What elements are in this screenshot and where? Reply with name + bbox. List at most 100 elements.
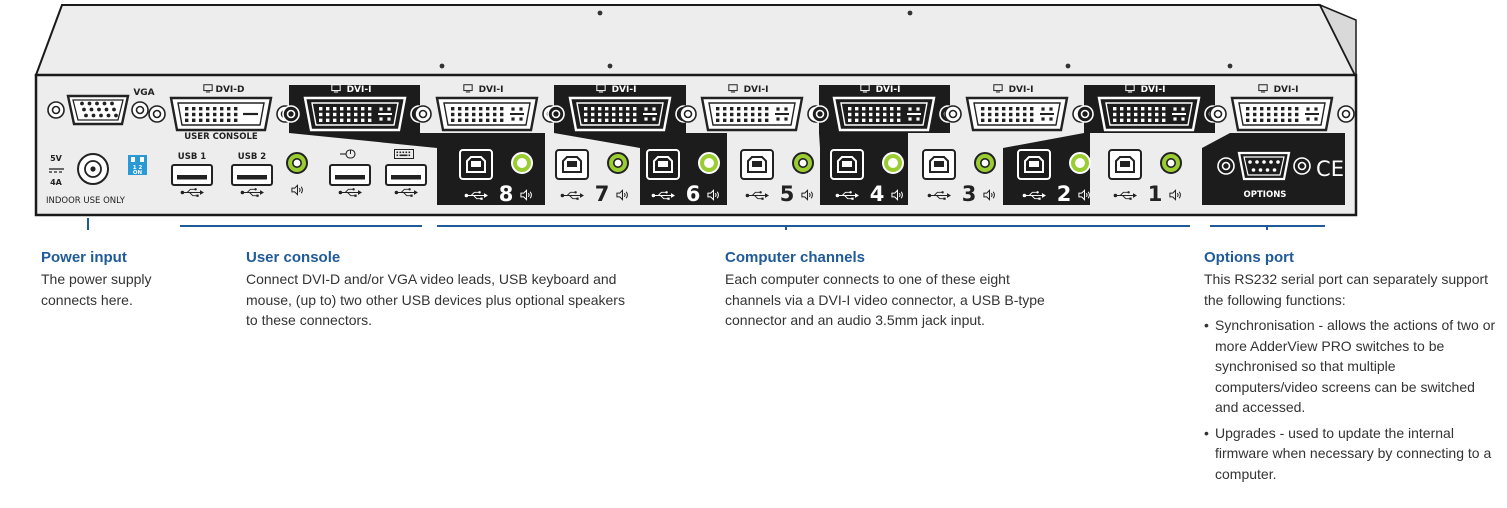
callout-lines — [87, 218, 1325, 230]
dvi-pin — [227, 118, 231, 122]
power-jack-pin — [90, 166, 96, 172]
dvi-i-pin — [1173, 117, 1177, 121]
dvi-pin — [451, 118, 455, 122]
dvi-pin — [890, 118, 894, 122]
dvi-pin — [458, 112, 462, 117]
dvi-pin — [333, 118, 337, 122]
usb1-label: USB 1 — [178, 152, 206, 162]
channel-2-usb-b-port — [1017, 149, 1051, 180]
dvi-pin — [199, 112, 203, 117]
dvi-i-pin — [379, 117, 383, 121]
dvi-pin — [227, 107, 231, 111]
serial-pin — [1255, 160, 1259, 164]
vga-pin — [84, 113, 88, 118]
dvi-pin — [744, 107, 748, 111]
vga-pin — [91, 113, 96, 118]
dvi-pin — [876, 118, 880, 122]
dvi-pin — [1113, 112, 1117, 117]
dvi-i-pin — [1306, 117, 1310, 121]
dvi-pin — [1127, 112, 1131, 117]
dvi-pin — [319, 107, 323, 111]
dvi-pin — [981, 118, 985, 122]
dvi-pin — [213, 118, 217, 122]
dvi-pin — [765, 107, 769, 111]
dvi-pin — [1009, 112, 1013, 117]
dvi-pin — [1281, 107, 1285, 111]
callout-options-title: Options port — [1204, 249, 1294, 266]
audio-jack-hole — [1075, 158, 1086, 169]
dvi-pin — [1023, 118, 1027, 122]
dvi-pin — [855, 112, 859, 117]
dvi-pin — [890, 112, 894, 117]
dvi-pin — [869, 112, 873, 117]
current-label: 4A — [50, 178, 63, 187]
dvi-pin — [472, 112, 476, 117]
dvi-pin — [1134, 118, 1138, 122]
dvi-pin — [1246, 107, 1250, 111]
screw — [47, 101, 65, 119]
vga-pin — [104, 107, 109, 112]
channel-5-number: 5 — [780, 182, 795, 206]
dvi-pin — [723, 107, 727, 111]
dvi-pin — [1274, 107, 1278, 111]
dvi-pin — [869, 107, 873, 111]
dvi-i-pin — [1049, 117, 1053, 121]
dvi-pin — [1148, 112, 1152, 117]
dvi-pin — [1274, 118, 1278, 122]
usb-b-tongue — [1029, 161, 1039, 167]
dvi-d-label: DVI-D — [216, 85, 245, 95]
dvi-i-pin — [776, 117, 780, 121]
dvi-pin — [876, 107, 880, 111]
dvi-pin — [1246, 118, 1250, 122]
dvi-pin — [1134, 112, 1138, 117]
screw-hole — [286, 109, 296, 119]
dvi-pin — [897, 118, 901, 122]
dvi-pin — [897, 107, 901, 111]
dvi-i-pin — [387, 117, 391, 121]
serial-pin — [1272, 168, 1277, 172]
screw-hole — [948, 109, 958, 119]
dvi-pin — [1295, 118, 1299, 122]
channel-1-dvi-connector — [1209, 96, 1355, 132]
dvi-pin — [883, 118, 887, 122]
dvi-pin — [1120, 118, 1124, 122]
dvi-i-pin — [644, 117, 648, 121]
dvi-pin — [995, 107, 999, 111]
dvi-pin — [848, 112, 852, 117]
vga-pin — [99, 113, 103, 118]
vga-pin — [82, 107, 86, 112]
channel-5-usb-b-port — [740, 149, 774, 180]
dvi-pin — [333, 112, 337, 117]
dvi-pin — [744, 118, 748, 122]
screw-hole — [152, 109, 162, 119]
channel-7-dvi-connector — [414, 96, 560, 132]
audio-jack-hole — [516, 158, 527, 169]
dvi-pin — [1260, 112, 1264, 117]
vga-pin — [80, 101, 84, 106]
dvi-pin — [1016, 112, 1020, 117]
dvi-pin — [1253, 118, 1257, 122]
screw-hole — [1080, 109, 1090, 119]
dvi-i-pin — [784, 117, 788, 121]
dvi-pin — [479, 118, 483, 122]
dvi-pin — [591, 118, 595, 122]
dvi-pin — [981, 112, 985, 117]
dvi-pin — [326, 112, 330, 117]
dvi-pin — [340, 112, 344, 117]
dvi-pin — [493, 112, 497, 117]
dvi-pin — [1127, 118, 1131, 122]
dvi-pin — [1288, 112, 1292, 117]
vga-pin — [87, 101, 92, 106]
dvi-pin — [199, 118, 203, 122]
dvi-pin — [319, 112, 323, 117]
dvi-pin — [612, 112, 616, 117]
dvi-i-pin — [1306, 107, 1310, 111]
channel-5-dvi-connector — [679, 96, 825, 132]
usb2-port — [231, 164, 273, 186]
dvi-pin — [192, 107, 196, 111]
dvi-pin — [1267, 118, 1271, 122]
screw — [944, 105, 962, 123]
dvi-pin — [486, 112, 490, 117]
dvi-pin — [765, 118, 769, 122]
dvi-pin — [855, 118, 859, 122]
